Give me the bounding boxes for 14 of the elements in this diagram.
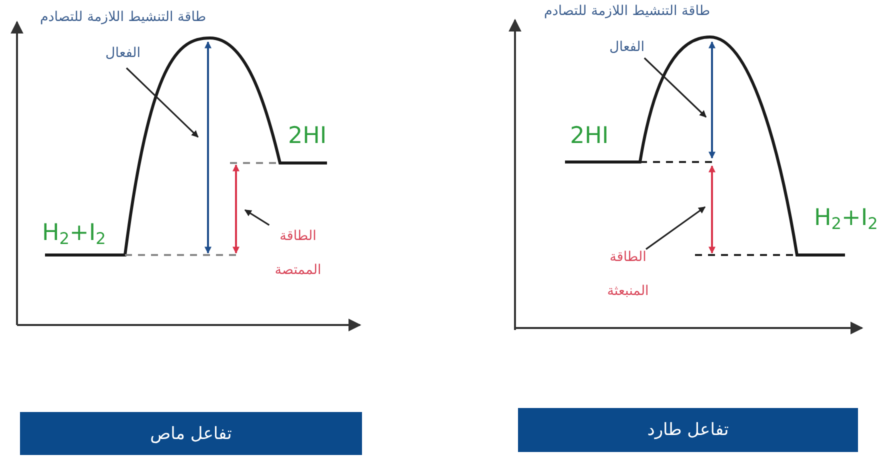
annotation-text: طاقة التنشيط اللازمة للتصادم الفعال — [542, 2, 712, 57]
leader-arrow — [126, 67, 199, 138]
leader-arrow — [644, 57, 707, 118]
caption-banner: تفاعل ماص — [20, 412, 362, 455]
species-label: 2HI — [288, 125, 327, 148]
caption-banner: تفاعل طارد — [518, 408, 858, 452]
leader-arrow — [646, 206, 706, 250]
species-label: H$_{2}$+I$_{2}$ — [814, 207, 878, 232]
species-label: 2HI — [570, 125, 609, 148]
annotation-text: الطاقة الممتصة — [274, 227, 322, 280]
species-label: H$_{2}$+I$_{2}$ — [42, 222, 106, 248]
annotation-text: طاقة التنشيط اللازمة للتصادم الفعال — [38, 8, 208, 63]
leader-arrow — [244, 209, 270, 226]
annotation-text: الطاقة المنبعثة — [606, 248, 650, 301]
